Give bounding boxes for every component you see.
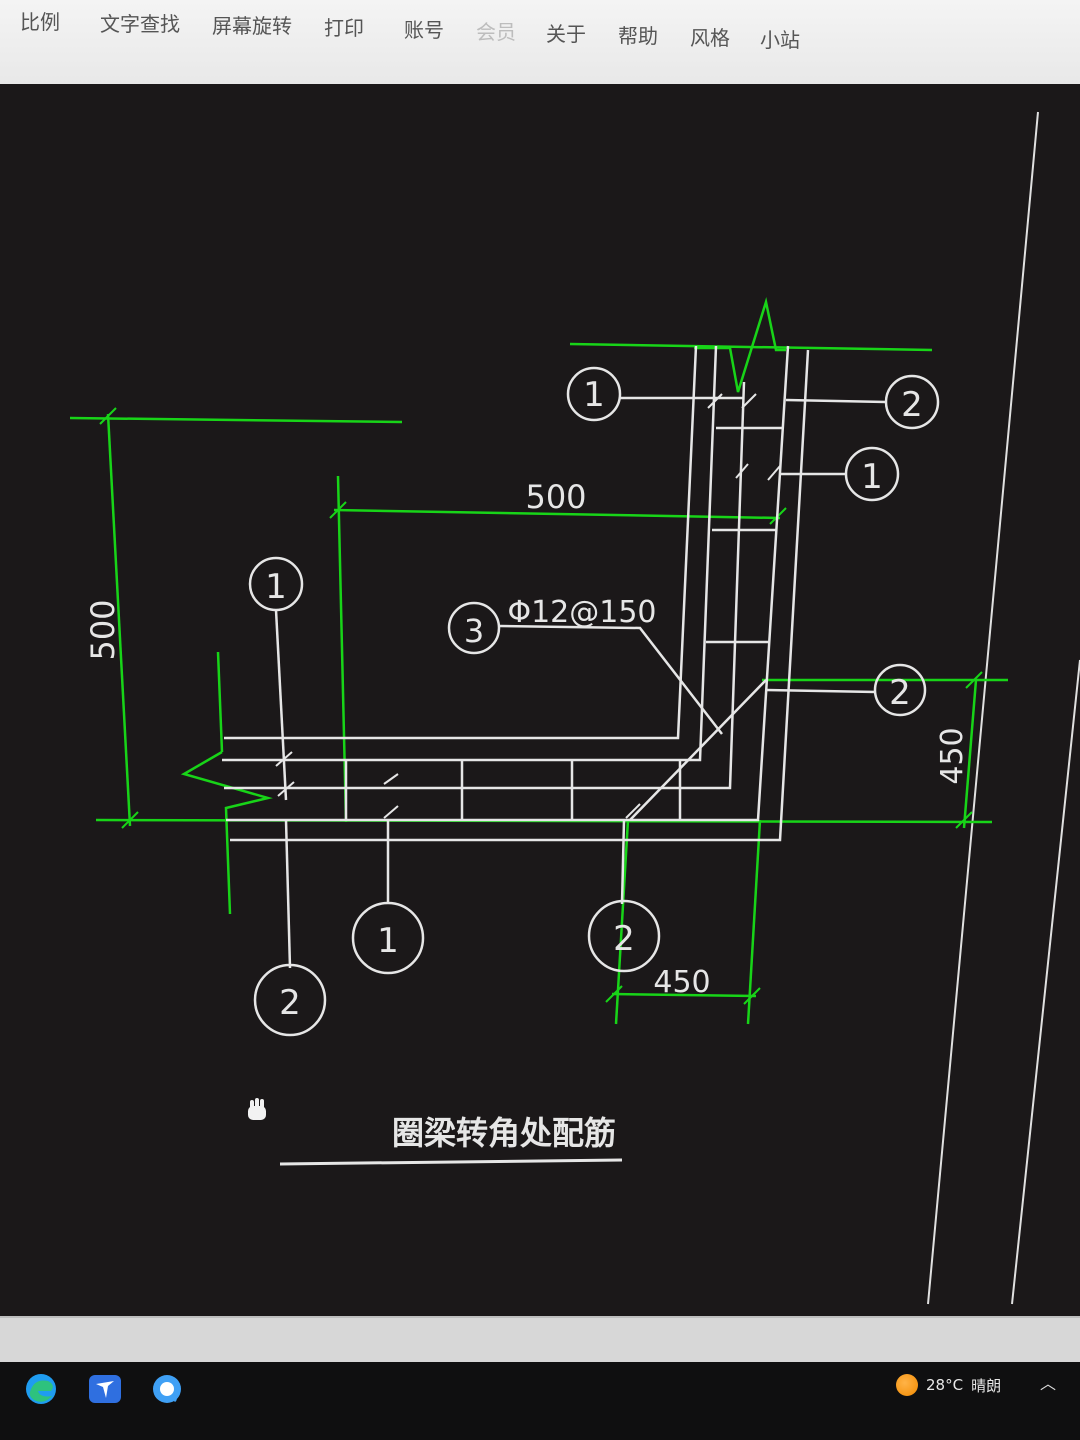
bar-label-2: 2 — [613, 919, 635, 959]
title-underline — [279, 1158, 623, 1166]
drawing-title: 圈梁转角处配筋 — [392, 1114, 616, 1152]
rebar-lines — [222, 345, 887, 969]
menu-item-help[interactable]: 帮助 — [618, 24, 658, 48]
taskbar: 28°C 晴朗 ︿ — [0, 1362, 1080, 1440]
rebar-spec: Φ12@150 — [507, 595, 656, 630]
chevron-up-icon[interactable]: ︿ — [1040, 1374, 1057, 1393]
menu-item-scale[interactable]: 比例 — [20, 10, 60, 34]
bar-label-1: 1 — [583, 375, 605, 415]
bar-label-1: 1 — [265, 567, 287, 607]
menu-item-print[interactable]: 打印 — [324, 16, 364, 40]
menu-item-account[interactable]: 账号 — [404, 18, 444, 42]
temperature-text: 28°C — [926, 1376, 964, 1394]
sheet-border-line — [927, 111, 1039, 1305]
weather-widget[interactable]: 28°C 晴朗 — [896, 1372, 1001, 1398]
browser-icon[interactable] — [148, 1372, 186, 1406]
bar-label-2: 2 — [901, 385, 923, 425]
app-icon[interactable] — [86, 1372, 124, 1406]
bar-label-1: 1 — [861, 457, 883, 497]
drawing-canvas[interactable]: 1 2 1 1 3 2 1 2 2 500 500 450 450 Φ12@15… — [0, 84, 1080, 1316]
rebar-ticks — [275, 393, 781, 819]
sheet-border-line — [1011, 659, 1080, 1305]
menu-item-text-search[interactable]: 文字查找 — [100, 12, 180, 36]
label-circles — [248, 366, 940, 1037]
edge-icon[interactable] — [22, 1372, 60, 1406]
hand-cursor-icon — [248, 1098, 266, 1120]
weather-text: 晴朗 — [971, 1376, 1002, 1395]
sun-icon — [896, 1374, 918, 1396]
menu-toolbar: 比例 文字查找 屏幕旋转 打印 账号 会员 关于 帮助 风格 小站 — [0, 0, 1080, 86]
dimension-bottom-450: 450 — [653, 965, 710, 1000]
dimension-right-450: 450 — [935, 727, 970, 784]
bar-label-3: 3 — [464, 612, 484, 650]
bar-label-2: 2 — [889, 673, 911, 713]
bar-label-1: 1 — [377, 921, 399, 961]
drawing-svg: 1 2 1 1 3 2 1 2 2 500 500 450 450 Φ12@15… — [69, 111, 1080, 1305]
menu-item-about[interactable]: 关于 — [546, 22, 586, 46]
dimension-left-500: 500 — [84, 599, 122, 660]
status-strip — [0, 1316, 1080, 1366]
dimension-top-500: 500 — [525, 478, 586, 516]
bar-label-2: 2 — [279, 983, 301, 1023]
menu-item-membership[interactable]: 会员 — [476, 20, 516, 44]
menu-item-mini-site[interactable]: 小站 — [760, 28, 800, 52]
dimension-lines — [69, 297, 1008, 1025]
menu-item-style[interactable]: 风格 — [690, 26, 730, 50]
menu-item-rotate-screen[interactable]: 屏幕旋转 — [212, 14, 292, 38]
